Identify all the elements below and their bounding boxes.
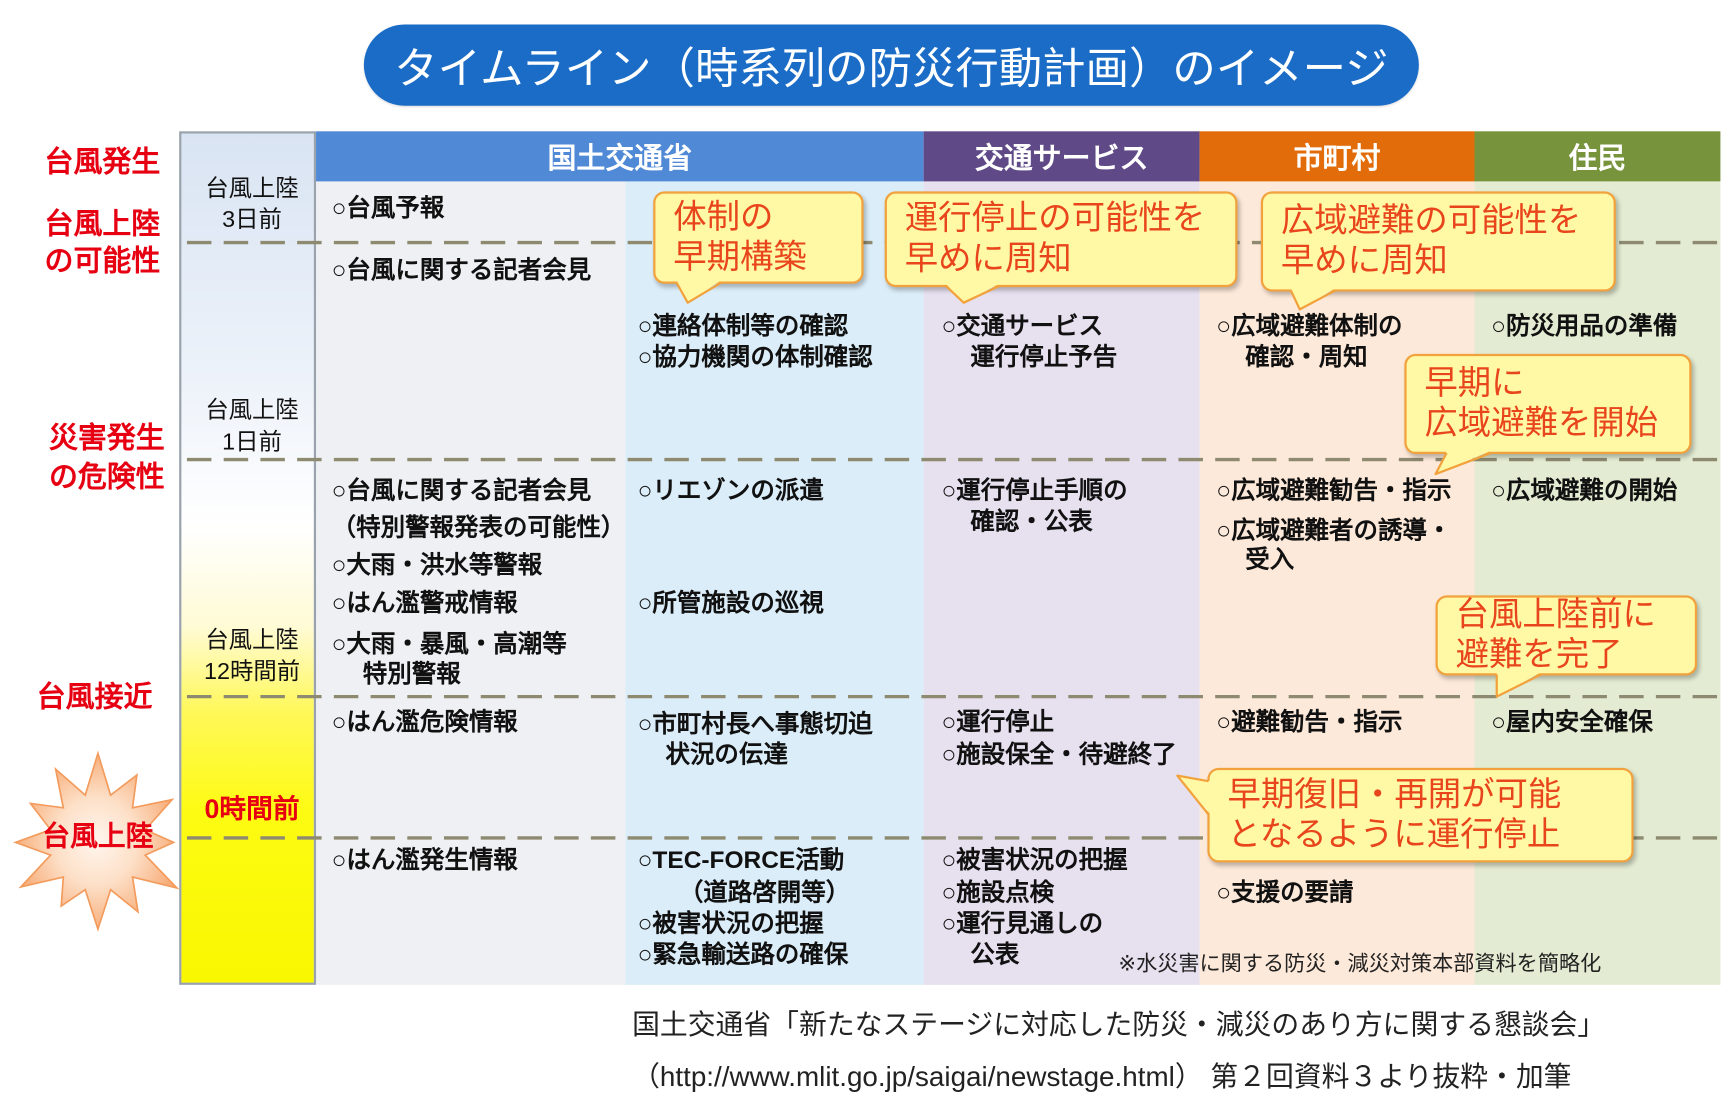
phase-label-landfall-possibility: の可能性: [44, 243, 161, 278]
callout-line: 体制の: [673, 198, 774, 236]
action-item: ○広域避難の開始: [1491, 476, 1678, 505]
time-marker-12-hours: 台風上陸: [205, 627, 299, 654]
column-header-label: 住民: [1568, 141, 1627, 175]
column-header-transport: 交通サービス: [923, 131, 1200, 182]
action-item: ○連絡体制等の確認: [637, 311, 849, 340]
action-item: ○大雨・洪水等警報: [331, 550, 543, 579]
action-item: ○TEC-FORCE活動: [637, 845, 845, 874]
action-item: ○広域避難体制の: [1216, 311, 1403, 340]
action-item: ○所管施設の巡視: [637, 588, 824, 617]
callout-line: 避難を完了: [1455, 636, 1623, 674]
callout-line: 早めに周知: [1280, 242, 1448, 280]
action-item: ○台風に関する記者会見: [331, 255, 592, 284]
phase-label-disaster-risk: の危険性: [48, 459, 165, 493]
callout-line: 運行停止の可能性を: [904, 200, 1206, 238]
footnote: ※水災害に関する防災・減災対策本部資料を簡略化: [1118, 952, 1602, 976]
callout-line: 早期構築: [673, 238, 807, 276]
action-item: ○運行見通しの: [941, 909, 1104, 937]
action-item: ○運行停止手順の: [941, 476, 1128, 505]
action-item: 公表: [970, 940, 1020, 969]
action-item: ○台風予報: [331, 193, 445, 222]
action-item: ○避難勧告・指示: [1216, 707, 1403, 736]
action-item: （特別警報発表の可能性）: [331, 513, 626, 541]
callout-complete-evacuation: 台風上陸前に 避難を完了: [1435, 595, 1698, 676]
callout-line: 広域避難を開始: [1424, 405, 1659, 442]
callout-early-setup: 体制の 早期構築: [653, 191, 864, 284]
callout-early-recovery: 早期復旧・再開が可能 となるように運行停止: [1207, 767, 1634, 863]
action-item: ○はん濫警戒情報: [331, 588, 518, 617]
action-item: 特別警報: [362, 659, 461, 688]
action-item: ○協力機関の体制確認: [637, 342, 873, 371]
column-header-municipality: 市町村: [1199, 131, 1475, 182]
action-item: 確認・周知: [1245, 342, 1368, 371]
callout-line: となるように運行停止: [1227, 816, 1561, 853]
time-marker-3-days: 台風上陸: [205, 175, 299, 202]
phase-label-disaster-risk: 災害発生: [48, 420, 165, 455]
phase-label-approach: 台風接近: [36, 679, 153, 714]
action-item: ○はん濫危険情報: [331, 707, 518, 736]
action-item: ○支援の要請: [1216, 878, 1354, 906]
column-header-residents: 住民: [1474, 131, 1721, 182]
callout-start-wide-evacuation: 早期に 広域避難を開始: [1404, 353, 1692, 455]
action-item: ○防災用品の準備: [1491, 311, 1678, 340]
action-item: ○はん濫発生情報: [331, 845, 518, 874]
action-item: ○被害状況の把握: [941, 845, 1128, 874]
action-item: 確認・公表: [970, 507, 1093, 536]
action-item: 状況の伝達: [665, 740, 788, 768]
source-citation: 国土交通省「新たなステージに対応した防災・減災のあり方に関する懇談会」: [632, 1009, 1606, 1041]
time-marker-3-days: 3日前: [222, 206, 282, 233]
source-citation-url: （http://www.mlit.go.jp/saigai/newstage.h…: [632, 1061, 1572, 1093]
page-title: タイムライン（時系列の防災行動計画）のイメージ: [394, 45, 1389, 93]
action-item: ○被害状況の把握: [637, 909, 824, 937]
action-item: ○広域避難者の誘導・: [1216, 516, 1452, 545]
time-marker-1-day: 台風上陸: [205, 397, 299, 423]
action-item: ○市町村長へ事態切迫: [637, 709, 873, 738]
callout-line: 早めに周知: [904, 240, 1072, 278]
column-header-label: 交通サービス: [974, 141, 1149, 175]
action-item: ○台風に関する記者会見: [331, 476, 592, 505]
action-item: ○運行停止: [941, 707, 1055, 736]
phase-label-landfall-possibility: 台風上陸: [44, 206, 161, 241]
action-item: ○施設保全・待避終了: [941, 740, 1177, 768]
mlit-forecast-column-bg: [316, 181, 626, 985]
action-item: ○屋内安全確保: [1491, 707, 1653, 736]
action-item: ○交通サービス: [941, 311, 1104, 340]
time-marker-1-day: 1日前: [222, 429, 282, 456]
phase-label-landfall: 台風上陸: [42, 821, 154, 853]
callout-line: 広域避難の可能性を: [1280, 202, 1582, 240]
column-header-label: 市町村: [1293, 141, 1381, 175]
action-item: 運行停止予告: [970, 342, 1118, 371]
phase-label-typhoon-formation: 台風発生: [44, 144, 161, 179]
callout-service-suspension-notice: 運行停止の可能性を 早めに周知: [884, 191, 1238, 288]
action-item: ○施設点検: [941, 878, 1055, 906]
callout-line: 台風上陸前に: [1455, 596, 1656, 634]
column-header-label: 国土交通省: [547, 141, 693, 175]
time-marker-12-hours: 12時間前: [203, 658, 301, 685]
action-item: （道路啓開等）: [678, 878, 851, 906]
action-item: 受入: [1245, 545, 1295, 574]
time-axis-column: [179, 131, 317, 985]
callout-line: 早期復旧・再開が可能: [1227, 776, 1562, 813]
action-item: ○緊急輸送路の確保: [637, 940, 849, 969]
callout-line: 早期に: [1424, 365, 1525, 402]
mlit-response-column-bg: [625, 181, 924, 985]
column-header-mlit: 国土交通省: [316, 131, 924, 182]
action-item: ○大雨・暴風・高潮等: [331, 629, 567, 658]
title-banner: タイムライン（時系列の防災行動計画）のイメージ: [363, 24, 1419, 106]
transport-column-bg: [923, 181, 1200, 985]
action-item: ○広域避難勧告・指示: [1216, 476, 1452, 505]
action-item: ○リエゾンの派遣: [637, 476, 824, 505]
time-marker-0-hours: 0時間前: [204, 794, 300, 825]
callout-wide-evacuation-notice: 広域避難の可能性を 早めに周知: [1260, 191, 1616, 292]
